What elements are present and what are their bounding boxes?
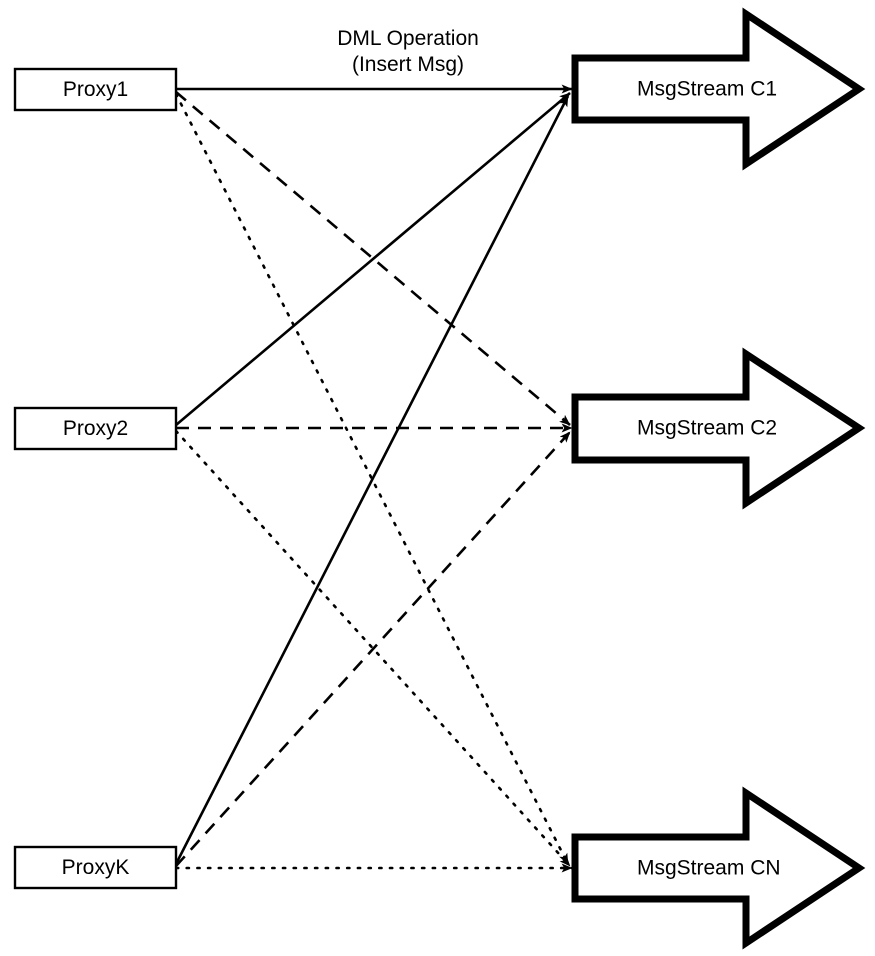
edge-line-dashed [175, 431, 571, 867]
stream-label: MsgStream CN [637, 857, 781, 880]
edge-proxy2-c1[interactable] [175, 92, 571, 426]
edge-caption-line1: DML Operation [337, 27, 479, 50]
edge-line-solid [174, 95, 570, 865]
edge-proxy1-cn[interactable] [174, 92, 570, 866]
edge-proxy1-c2[interactable] [175, 91, 571, 426]
block-arrow-shape [571, 786, 866, 950]
edge-line-dashed [175, 91, 571, 426]
proxy-label: Proxy2 [63, 417, 128, 440]
node-proxy1[interactable]: Proxy1 [13, 67, 178, 112]
streams-layer: MsgStream C1 MsgStream C2 MsgStream CN [571, 7, 866, 950]
proxy-box [13, 406, 178, 451]
stream-c2[interactable]: MsgStream C2 [571, 347, 866, 510]
block-arrow-shape [571, 347, 866, 510]
edge-caption: DML Operation (Insert Msg) [337, 27, 479, 76]
proxy-label: ProxyK [62, 856, 130, 879]
edges-layer [174, 84, 574, 873]
stream-cn[interactable]: MsgStream CN [571, 786, 866, 950]
stream-label: MsgStream C2 [637, 417, 777, 440]
edge-caption-line2: (Insert Msg) [352, 53, 464, 76]
stream-c1[interactable]: MsgStream C1 [571, 7, 866, 171]
edge-line-dotted [174, 429, 572, 868]
edge-proxy2-cn[interactable] [174, 429, 572, 868]
proxy-box [13, 67, 178, 112]
stream-label: MsgStream C1 [637, 78, 777, 101]
edge-line-dotted [174, 92, 570, 866]
block-arrow-shape [571, 7, 866, 171]
proxy-box [13, 845, 178, 890]
node-proxyK[interactable]: ProxyK [13, 845, 178, 890]
edge-line-solid [175, 92, 571, 426]
edge-proxyK-c1[interactable] [174, 95, 570, 865]
edge-proxyK-c2[interactable] [175, 431, 571, 867]
node-proxy2[interactable]: Proxy2 [13, 406, 178, 451]
proxy-label: Proxy1 [63, 78, 128, 101]
